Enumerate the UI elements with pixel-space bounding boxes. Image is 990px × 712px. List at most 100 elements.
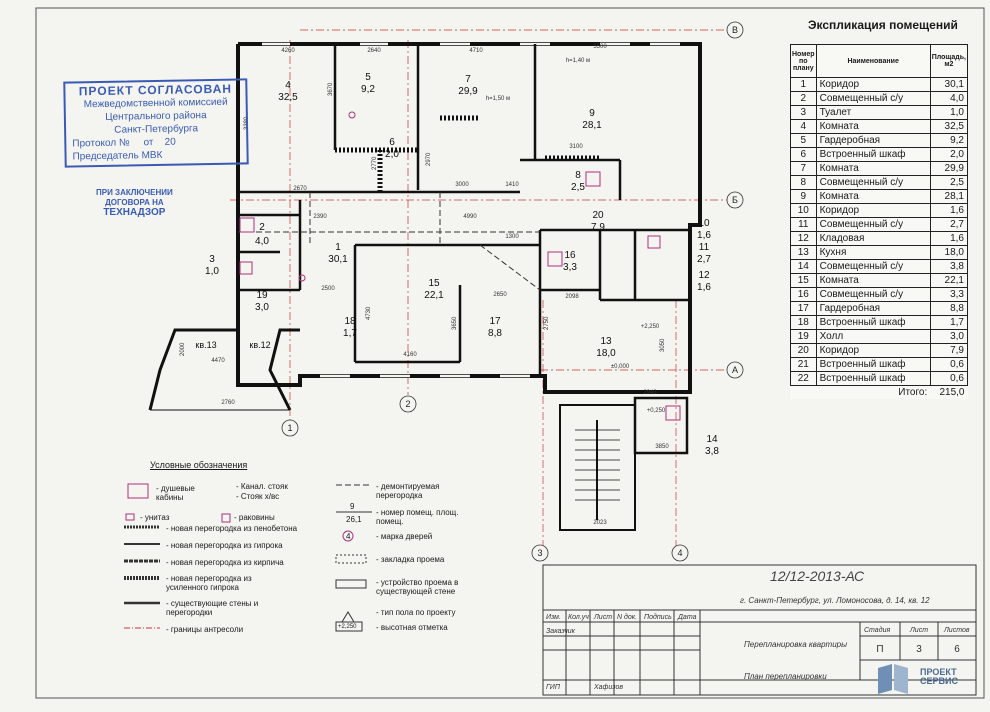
cell-area: 32,5 — [929, 119, 969, 134]
legend-floortype: - тип полa по проекту — [376, 608, 456, 617]
legend-sink: - раковины — [234, 513, 275, 522]
cell-name: Гардеробная — [815, 301, 931, 316]
cell-n: 2 — [790, 91, 817, 106]
dim-2098: 2098 — [565, 294, 579, 300]
cell-name: Комната — [815, 161, 931, 176]
cell-name: Совмещенный с/у — [815, 91, 931, 106]
room-5-num: 5 — [365, 72, 371, 83]
room-12-num: 12 — [698, 270, 710, 281]
stamp-protocol: Протокол № — [72, 137, 130, 150]
cell-area: 2,0 — [929, 147, 969, 162]
cell-n: 22 — [790, 371, 817, 386]
axis-v: В — [732, 25, 738, 35]
stamp2-line1: ПРИ ЗАКЛЮЧЕНИИ — [96, 188, 173, 197]
tb-col-sign: Подпись — [644, 613, 672, 621]
cell-name: Гардеробная — [815, 133, 931, 148]
neighbor-right: кв.12 — [249, 340, 270, 350]
new-partitions — [335, 115, 600, 192]
cell-name: Холл — [815, 329, 931, 344]
axis-1: 1 — [287, 423, 292, 433]
explication-title: Экспликация помещений — [808, 18, 958, 32]
cell-area: 1,6 — [929, 203, 969, 218]
cell-name: Совмещенный с/у — [815, 175, 931, 190]
room-4-num: 4 — [285, 80, 291, 91]
stamp-from: от — [143, 137, 154, 149]
legend-newopen: - устройство проема в существующей стене — [376, 578, 459, 596]
room-5-area: 9,2 — [361, 84, 375, 95]
room-15-area: 22,1 — [424, 290, 444, 301]
room-2-num: 2 — [259, 222, 265, 233]
company-logo: ПРОЕКТ СЕРВИС — [920, 668, 958, 686]
room-17-area: 8,8 — [488, 328, 502, 339]
room-9-area: 28,1 — [582, 120, 602, 131]
cell-area: 2,5 — [929, 175, 969, 190]
tb-gip-name: Хафизов — [593, 684, 623, 691]
room-10-area: 1,6 — [697, 230, 711, 241]
col-area: Площадь, м2 — [929, 44, 969, 78]
dim-4990: 4990 — [463, 214, 477, 220]
room-3-num: 3 — [209, 254, 215, 265]
room-labels: 4 32,5 5 9,2 7 29,9 9 28,1 6 2,0 8 2,5 1… — [195, 72, 719, 457]
supervision-stamp: ПРИ ЗАКЛЮЧЕНИИ ДОГОВОРА НА ТЕХНАДЗОР — [96, 188, 173, 218]
dim-2750: 2750 — [544, 316, 550, 330]
total-label: Итого: — [898, 387, 928, 398]
legend-height: - высотная отметка — [376, 623, 448, 632]
room-18-num: 18 — [344, 316, 356, 327]
dim-2970: 2970 — [426, 152, 432, 166]
dim-2390: 2390 — [313, 214, 327, 220]
tb-sheet-h: Лист — [909, 627, 928, 634]
dim-4470: 4470 — [211, 358, 225, 364]
cell-n: 19 — [790, 329, 817, 344]
room-2-area: 4,0 — [255, 236, 269, 247]
legend-demo: - демонтируемая перегородка — [376, 482, 440, 500]
room-12-area: 1,6 — [697, 282, 711, 293]
room-16-num: 16 — [564, 250, 576, 261]
tb-sheets-h: Листов — [943, 627, 970, 634]
room-7-num: 7 — [465, 74, 471, 85]
cell-n: 8 — [790, 175, 817, 190]
cell-area: 9,2 — [929, 133, 969, 148]
dim-3380: 3380 — [244, 116, 250, 130]
approval-stamp: ПРОЕКТ СОГЛАСОВАН Межведомственной комис… — [63, 78, 249, 168]
dim-3670: 3670 — [328, 82, 334, 96]
cell-n: 12 — [790, 231, 817, 246]
dim-2640: 2640 — [367, 48, 381, 54]
cell-name: Встроенный шкаф — [815, 357, 931, 372]
stamp2-line3: ТЕХНАДЗОР — [103, 207, 166, 218]
room-20-area: 7,9 — [591, 222, 605, 233]
stairwell — [559, 396, 689, 531]
legend-brick: - новая перегородка из кирпича — [166, 558, 284, 567]
title-block-grid — [542, 564, 977, 696]
legend-riser2: - Стояк х/вс — [236, 492, 280, 501]
axis-3: 3 — [537, 548, 542, 558]
logo-line1: ПРОЕКТ — [920, 667, 957, 677]
axis-4: 4 — [677, 548, 682, 558]
outer-walls — [236, 42, 702, 394]
room-19-num: 19 — [256, 290, 268, 301]
legend-reinf: - новая перегородка из усиленного гипрок… — [166, 574, 252, 592]
cell-area: 7,9 — [929, 343, 969, 358]
cell-name: Встроенный шкаф — [815, 315, 931, 330]
stamp-chairman: Председатель МВК — [72, 149, 163, 163]
room-8-num: 8 — [575, 170, 581, 181]
legend-exist: - существующие стены и перегородки — [166, 599, 259, 617]
tb-customer: Заказчик — [546, 628, 576, 635]
cell-n: 5 — [790, 133, 817, 148]
legend-roomnum: - номер помещ. площ. помещ. — [376, 508, 459, 526]
cell-area: 0,6 — [929, 357, 969, 372]
tb-col-izm: Изм. — [546, 614, 561, 621]
cell-area: 3,3 — [929, 287, 969, 302]
dim-4730: 4730 — [366, 306, 372, 320]
cell-name: Совмещенный с/у — [815, 217, 931, 232]
axis-2: 2 — [405, 399, 410, 409]
cell-area: 1,6 — [929, 231, 969, 246]
